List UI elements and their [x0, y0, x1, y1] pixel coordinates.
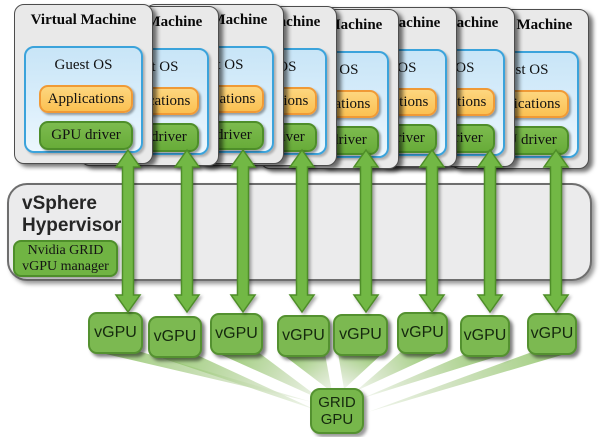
fan-connector	[356, 351, 443, 391]
gpu-driver-box: GPU driver	[39, 121, 133, 150]
hypervisor-box: vSphere Hypervisor Nvidia GRID vGPU mana…	[7, 183, 592, 281]
fan-connector	[282, 354, 332, 392]
vgpu-box-1: vGPU	[88, 312, 143, 354]
vm-box-1: Virtual Machine Guest OS Applications GP…	[14, 4, 153, 164]
fan-connector	[368, 352, 572, 412]
fan-connector	[363, 354, 505, 398]
guest-os-box: Guest OS Applications GPU driver	[24, 46, 143, 153]
fan-connector	[153, 355, 316, 410]
applications-box: Applications	[39, 85, 133, 113]
guest-os-label: Guest OS	[54, 57, 113, 73]
vgpu-box-3: vGPU	[210, 313, 263, 355]
vgpu-manager-box: Nvidia GRID vGPU manager	[13, 240, 118, 277]
fan-connector	[338, 353, 383, 389]
hypervisor-title-line1: vSphere	[22, 193, 97, 214]
vgpu-box-4: vGPU	[277, 315, 330, 357]
fan-connector	[215, 352, 322, 400]
hypervisor-title: vSphere Hypervisor	[22, 193, 121, 237]
vgpu-box-7: vGPU	[460, 315, 510, 357]
vgpu-manager-line1: Nvidia GRID	[27, 243, 104, 258]
grid-gpu-line1: GRID	[318, 394, 356, 411]
grid-gpu-line2: GPU	[320, 411, 354, 428]
vgpu-box-8: vGPU	[527, 313, 577, 355]
vgpu-box-5: vGPU	[333, 314, 388, 356]
vgpu-box-6: vGPU	[397, 312, 448, 354]
vm-title: Virtual Machine	[30, 12, 137, 28]
vgpu-manager-line2: vGPU manager	[22, 259, 109, 274]
vgpu-box-2: vGPU	[148, 316, 202, 358]
fan-connector	[93, 351, 312, 402]
grid-gpu-box: GRID GPU	[310, 388, 364, 434]
hypervisor-title-line2: Hypervisor	[22, 215, 122, 236]
